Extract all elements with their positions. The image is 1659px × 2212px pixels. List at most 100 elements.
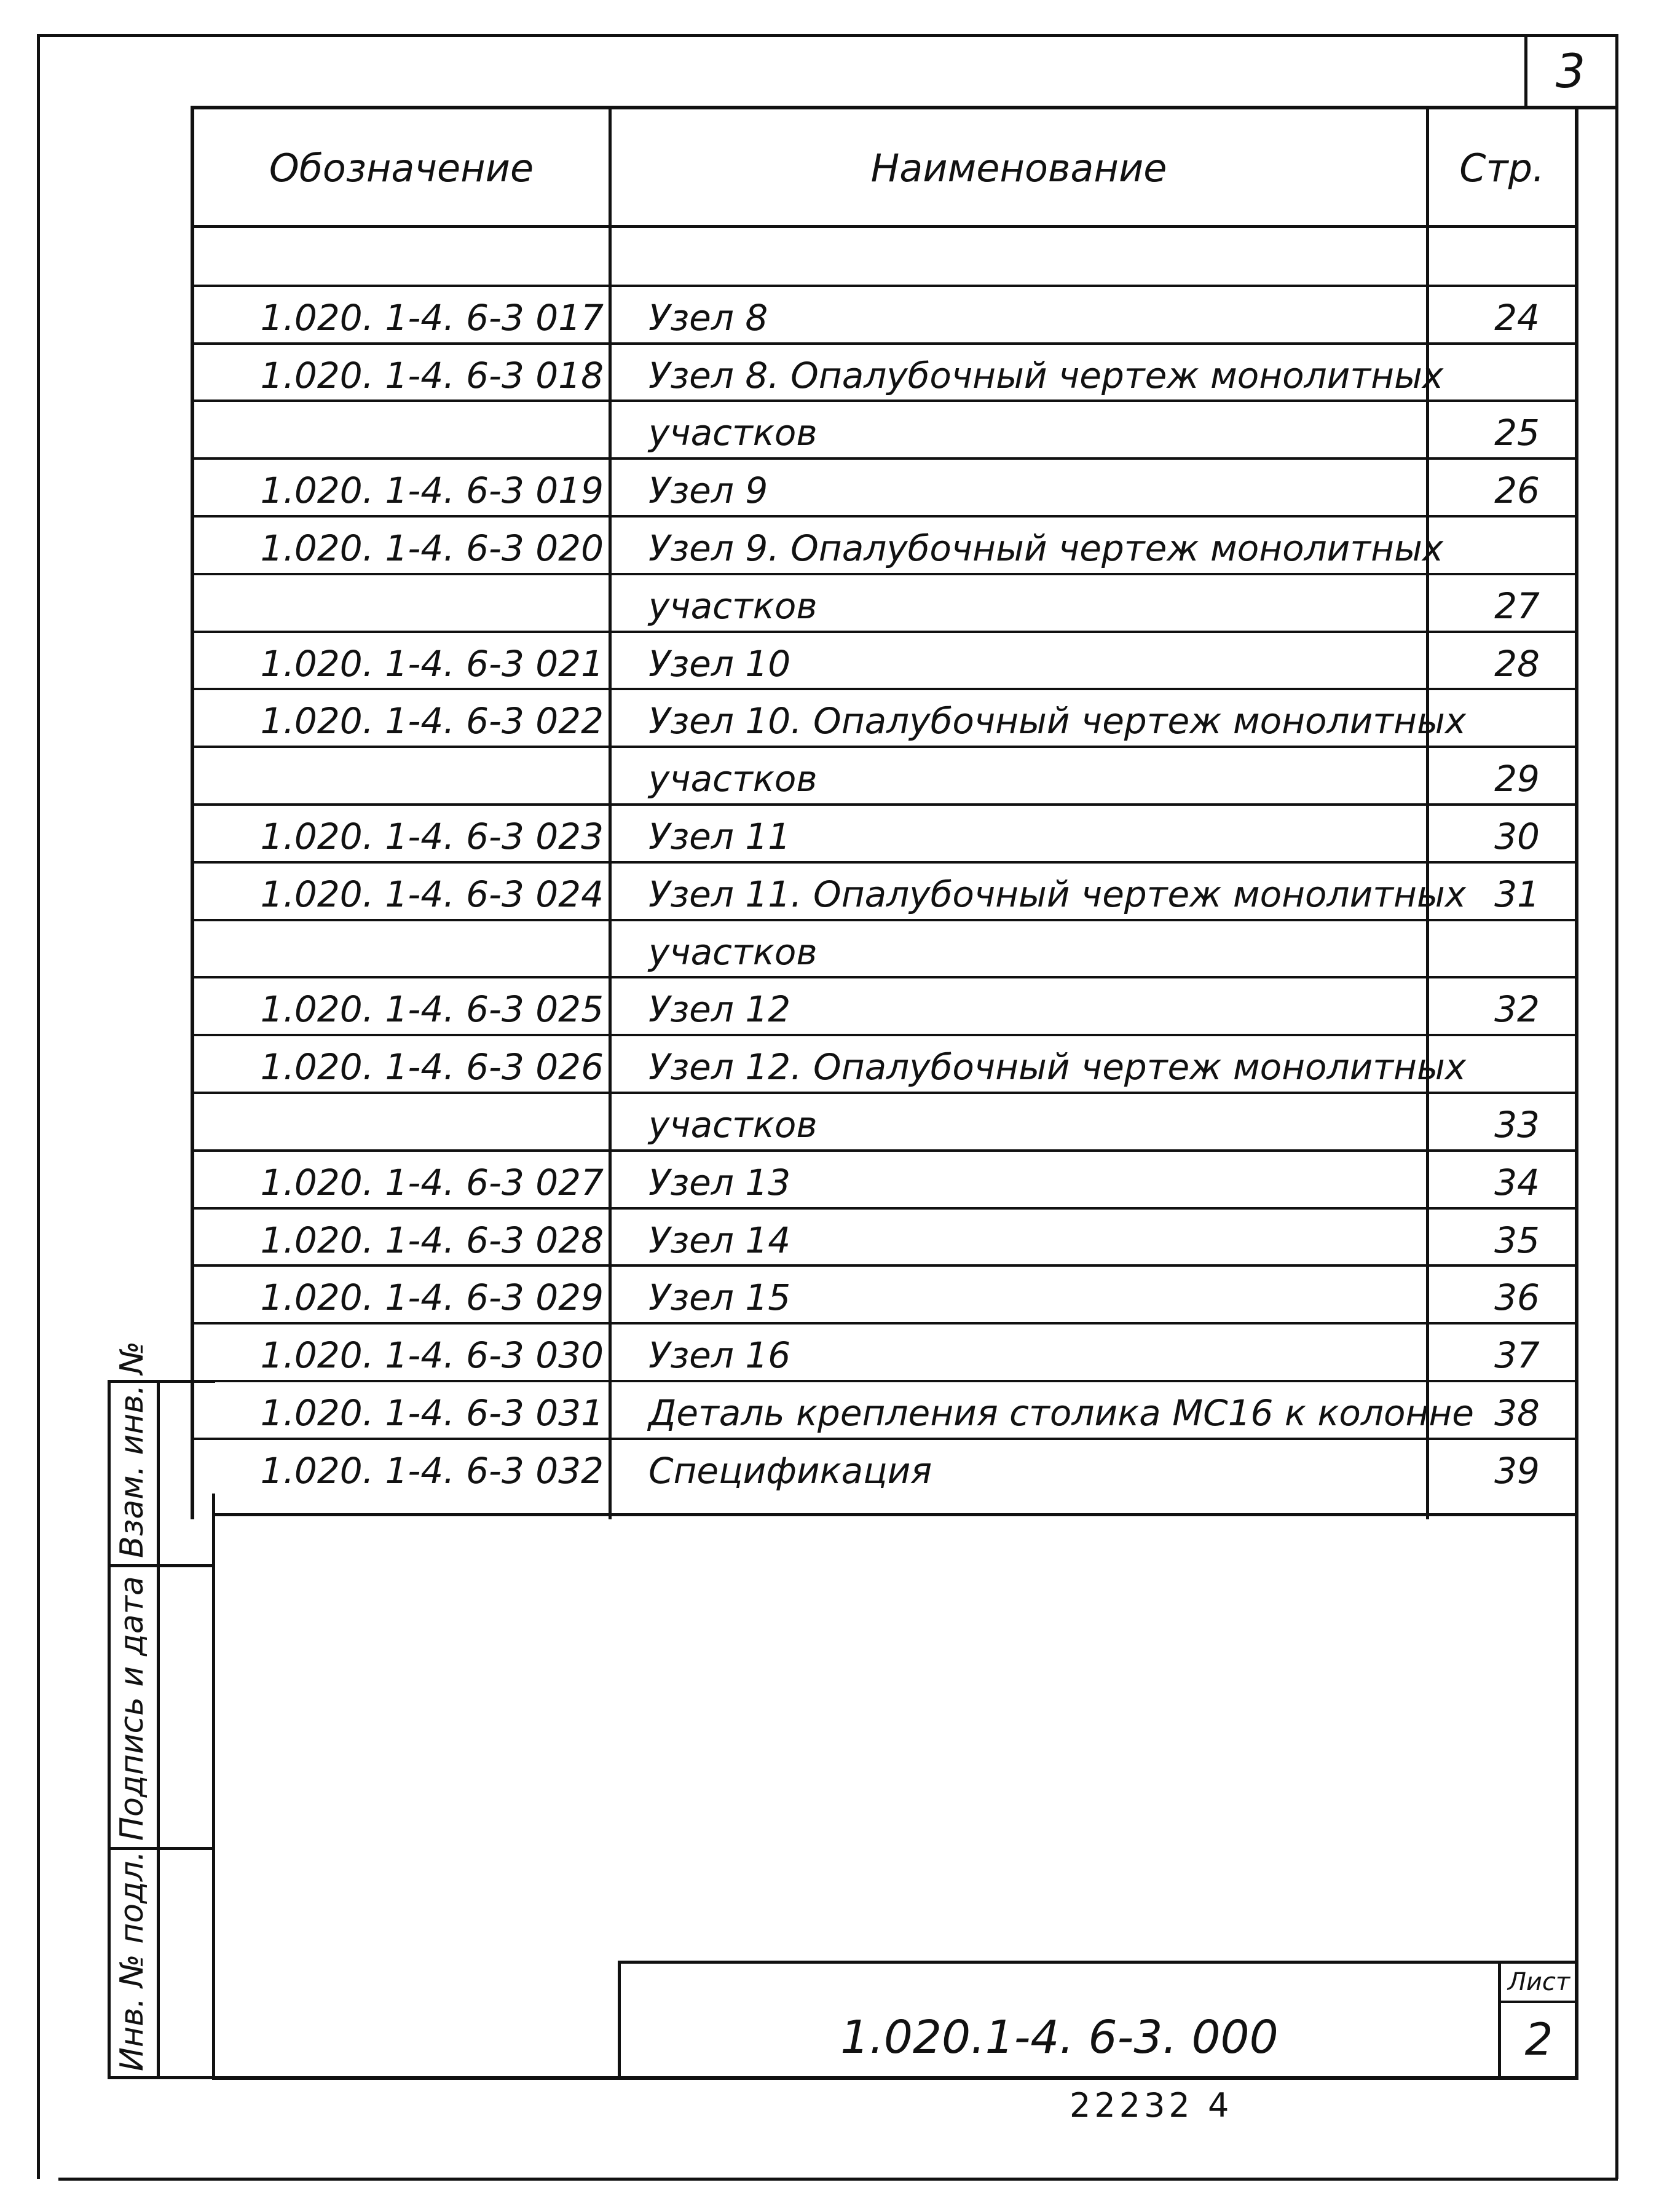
- table-row: участков 25: [194, 401, 1580, 459]
- row-name: Узел 10: [648, 642, 791, 685]
- row-separator: [194, 1437, 1578, 1440]
- col-divider-1: [609, 106, 612, 1519]
- row-separator: [194, 1264, 1578, 1267]
- row-name: Узел 16: [648, 1334, 791, 1377]
- table-row: [194, 228, 1580, 286]
- sheet-label: Лист: [1507, 1968, 1570, 1996]
- row-separator: [194, 1034, 1578, 1037]
- row-code: 1.020. 1-4. 6-3 031: [260, 1392, 604, 1434]
- row-page: 28: [1494, 642, 1540, 685]
- row-name: участков: [648, 412, 818, 454]
- row-name: Узел 12: [648, 988, 791, 1031]
- row-code: [203, 574, 615, 632]
- row-code: 1.020. 1-4. 6-3 017: [260, 296, 604, 339]
- row-name: Узел 8. Опалубочный чертеж монолитных: [648, 354, 1444, 396]
- title-block-bottom: [212, 2076, 1578, 2080]
- row-page: [1454, 344, 1580, 401]
- row-separator: [194, 1322, 1578, 1325]
- row-page: 24: [1494, 296, 1540, 339]
- table-row: участков 29: [194, 747, 1580, 805]
- row-page: 39: [1494, 1449, 1540, 1492]
- row-page: 35: [1494, 1219, 1540, 1261]
- row-separator: [194, 803, 1578, 806]
- stamp-inv-no-orig: Инв. № подл.: [114, 1851, 151, 2071]
- row-name: Узел 11. Опалубочный чертеж монолитных: [648, 873, 1467, 915]
- table-row: 1.020. 1-4. 6-3 019 Узел 9 26: [194, 459, 1580, 516]
- row-page: [1454, 516, 1580, 574]
- row-separator: [194, 457, 1578, 460]
- row-name: участков: [648, 931, 818, 973]
- row-page: 27: [1494, 584, 1540, 627]
- sheet-cell-divider: [1498, 2001, 1577, 2003]
- row-code: [203, 747, 615, 805]
- col-divider-2: [1426, 106, 1429, 1519]
- row-page: 29: [1494, 758, 1540, 800]
- row-code: 1.020. 1-4. 6-3 024: [260, 873, 604, 915]
- row-name: Узел 11: [648, 816, 791, 857]
- row-separator: [194, 515, 1578, 518]
- row-page: 33: [1494, 1104, 1540, 1146]
- row-name: Узел 8: [648, 296, 768, 339]
- row-separator: [194, 399, 1578, 403]
- header-name: Наименование: [870, 145, 1167, 191]
- row-page: 25: [1494, 412, 1540, 454]
- document-code: 1.020.1-4. 6-3. 000: [840, 2011, 1279, 2064]
- table-left-line: [191, 106, 194, 1519]
- row-page: 36: [1494, 1277, 1540, 1319]
- row-page: [1454, 920, 1580, 978]
- row-code: 1.020. 1-4. 6-3 026: [260, 1046, 604, 1088]
- row-name: участков: [648, 758, 818, 800]
- row-code: [203, 228, 615, 286]
- row-code: 1.020. 1-4. 6-3 025: [260, 988, 604, 1031]
- table-row: участков: [194, 920, 1580, 978]
- row-name: Узел 12. Опалубочный чертеж монолитных: [648, 1046, 1467, 1088]
- table-bottom-line: [212, 1513, 1578, 1516]
- row-page: 30: [1494, 816, 1540, 857]
- outer-border-right: [1615, 34, 1618, 2179]
- header-designation: Обозначение: [269, 145, 534, 191]
- row-separator: [194, 284, 1578, 287]
- row-code: 1.020. 1-4. 6-3 019: [260, 470, 604, 512]
- row-page: 34: [1494, 1161, 1540, 1203]
- row-code: 1.020. 1-4. 6-3 020: [260, 527, 604, 569]
- table-row: 1.020. 1-4. 6-3 028 Узел 14 35: [194, 1208, 1580, 1266]
- row-name: Узел 9: [648, 470, 768, 512]
- corner-box-left: [1524, 34, 1527, 108]
- row-page: [1454, 228, 1580, 286]
- table-row: 1.020. 1-4. 6-3 031 Деталь крепления стол…: [194, 1381, 1580, 1439]
- row-separator: [194, 860, 1578, 864]
- row-name: участков: [648, 1104, 818, 1146]
- row-page: [1454, 1035, 1580, 1093]
- row-name: Узел 10. Опалубочный чертеж монолитных: [648, 700, 1467, 742]
- row-page: 37: [1494, 1334, 1540, 1377]
- table-row: 1.020. 1-4. 6-3 024 Узел 11. Опалубочный …: [194, 862, 1580, 920]
- row-name: Деталь крепления столика МС16 к колонне: [648, 1392, 1474, 1434]
- row-page: [1454, 689, 1580, 747]
- row-page: 26: [1494, 470, 1540, 512]
- row-name: Спецификация: [648, 1449, 932, 1492]
- table-row: участков 33: [194, 1093, 1580, 1151]
- row-name: Узел 13: [648, 1161, 791, 1203]
- row-name: Узел 14: [648, 1219, 791, 1261]
- row-code: [203, 401, 615, 459]
- row-code: [203, 1093, 615, 1151]
- outer-border-top: [37, 34, 1617, 37]
- row-code: 1.020. 1-4. 6-3 028: [260, 1219, 604, 1261]
- stamp-bottom: [108, 2076, 215, 2079]
- row-separator: [194, 918, 1578, 921]
- stamp-replaces-inv-no: Взам. инв. №: [114, 1340, 151, 1558]
- row-code: 1.020. 1-4. 6-3 032: [260, 1449, 604, 1492]
- table-top-line: [191, 106, 1617, 109]
- lower-frame-left: [212, 1494, 215, 2077]
- stamp-divider-1: [108, 1564, 215, 1567]
- row-code: 1.020. 1-4. 6-3 023: [260, 816, 604, 857]
- row-separator: [194, 1206, 1578, 1210]
